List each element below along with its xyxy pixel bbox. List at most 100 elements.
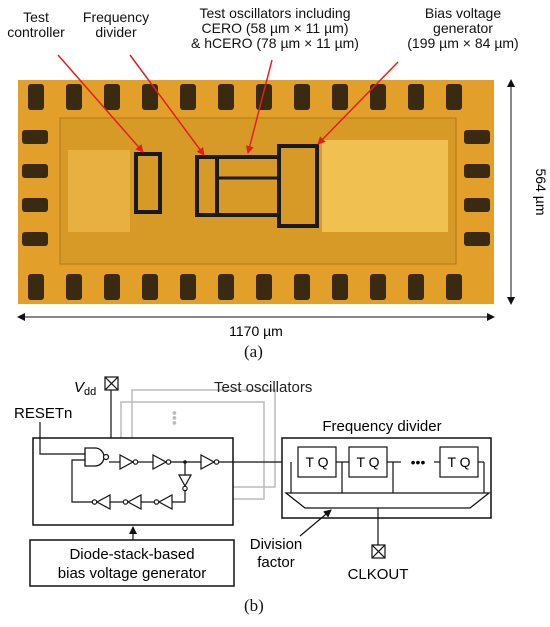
height-dimension-label: 564 µm — [533, 169, 549, 216]
callout-bias-line-1: Bias voltage — [424, 5, 502, 21]
stack-dots: ••• — [167, 411, 183, 426]
io-pad-left — [22, 164, 48, 178]
bias-generator-box — [277, 144, 319, 228]
oscillator-block — [32, 437, 234, 526]
io-pad-bottom — [332, 274, 348, 300]
callout-test-oscillators-line-1: Test oscillators including — [199, 5, 351, 21]
callout-test-controller-line-1: Test — [23, 9, 49, 25]
io-pad-left — [22, 130, 48, 144]
callout-test-oscillators-line-3: & hCERO (78 µm × 11 µm) — [191, 35, 359, 51]
caption-b: (b) — [244, 596, 264, 615]
io-pad-left — [22, 232, 48, 246]
arrow-frequency-divider — [129, 54, 205, 156]
io-pad-bottom — [370, 274, 386, 300]
tff-2-label: T Q — [356, 454, 379, 470]
io-pad-bottom — [104, 274, 120, 300]
io-pad-right — [464, 164, 490, 178]
callout-test-controller-line-2: controller — [7, 24, 65, 40]
io-pad-left — [22, 198, 48, 212]
inverter-back-1-bubble — [153, 499, 160, 505]
io-pads — [22, 84, 490, 300]
test-oscillators-label: Test oscillators — [214, 379, 312, 396]
nand-bubble — [102, 453, 110, 461]
tff-ellipsis: ••• — [411, 454, 426, 470]
core-left-block — [68, 150, 130, 232]
io-pad-right — [464, 130, 490, 144]
resetn-label: RESETn — [14, 405, 72, 422]
io-pad-bottom — [180, 274, 196, 300]
arrow-bias-generator — [317, 61, 399, 145]
wire-feedback-right — [172, 491, 186, 503]
inverter-1 — [119, 453, 135, 471]
callout-test-oscillators-line-2: CERO (58 µm × 11 µm) — [201, 20, 349, 36]
io-pad-bottom — [142, 274, 158, 300]
inverter-1-bubble — [132, 459, 139, 465]
width-dimension-label: 1170 µm — [229, 323, 283, 339]
io-pad-bottom — [28, 274, 44, 300]
io-pad-top — [28, 84, 44, 110]
io-pad-bottom — [218, 274, 234, 300]
io-pad-top — [332, 84, 348, 110]
vdd-pin-icon — [104, 376, 119, 391]
io-pad-top — [256, 84, 272, 110]
clkout-pin-icon — [371, 544, 386, 559]
io-pad-top — [66, 84, 82, 110]
tff-3-label: T Q — [447, 454, 470, 470]
callout-bias-line-3: (199 µm × 84 µm) — [407, 35, 519, 51]
bias-generator-label-2: bias voltage generator — [58, 565, 206, 582]
io-pad-right — [464, 232, 490, 246]
inverter-down-bubble — [182, 485, 188, 492]
inverter-out-bubble — [213, 459, 220, 465]
vdd-label: Vdd — [74, 379, 96, 398]
inverter-down — [177, 474, 193, 488]
frequency-divider-label: Frequency divider — [322, 418, 441, 435]
callout-test-oscillators: Test oscillators including CERO (58 µm ×… — [180, 6, 370, 51]
callout-test-controller: Test controller — [6, 10, 66, 40]
callout-bias-voltage-generator: Bias voltage generator (199 µm × 84 µm) — [398, 6, 528, 51]
bias-generator-block — [29, 539, 235, 587]
callout-frequency-divider: Frequency divider — [78, 10, 154, 40]
io-pad-top — [142, 84, 158, 110]
inverter-back-3 — [95, 493, 111, 511]
inverter-2 — [152, 453, 168, 471]
inverter-2-bubble — [165, 459, 172, 465]
io-pad-top — [218, 84, 234, 110]
io-pad-top — [180, 84, 196, 110]
resetn-wire — [39, 422, 85, 455]
arrow-test-oscillators — [245, 59, 273, 154]
caption-a: (a) — [244, 342, 263, 361]
core-right-block — [322, 140, 448, 232]
callout-frequency-divider-line-1: Frequency — [82, 9, 150, 25]
inverter-back-1 — [157, 493, 173, 511]
io-pad-bottom — [446, 274, 462, 300]
io-pad-right — [464, 198, 490, 212]
io-pad-top — [408, 84, 424, 110]
wire-back-to-nand — [71, 459, 92, 503]
inverter-back-3-bubble — [91, 499, 98, 505]
io-pad-bottom — [408, 274, 424, 300]
division-factor-label-1: Division — [250, 536, 303, 553]
inverter-back-2-bubble — [122, 499, 129, 505]
tff-3 — [439, 446, 479, 478]
tff-1-label: T Q — [305, 454, 328, 470]
clkout-label: CLKOUT — [348, 566, 409, 583]
mux — [284, 492, 491, 509]
arrow-test-controller — [57, 54, 144, 153]
io-pad-bottom — [256, 274, 272, 300]
io-pad-top — [104, 84, 120, 110]
inverter-out — [200, 453, 216, 471]
io-pad-bottom — [66, 274, 82, 300]
division-factor-arrow — [299, 509, 332, 537]
tff-1 — [297, 446, 337, 478]
inverter-back-2 — [126, 493, 142, 511]
nand-gate — [84, 447, 105, 467]
bias-generator-label-1: Diode-stack-based — [69, 546, 194, 563]
io-pad-bottom — [294, 274, 310, 300]
io-pad-top — [294, 84, 310, 110]
division-factor-label-2: factor — [257, 554, 295, 571]
callout-bias-line-2: generator — [433, 20, 493, 36]
callout-frequency-divider-line-2: divider — [95, 24, 137, 40]
io-pad-top — [446, 84, 462, 110]
chip-micrograph — [18, 80, 494, 304]
